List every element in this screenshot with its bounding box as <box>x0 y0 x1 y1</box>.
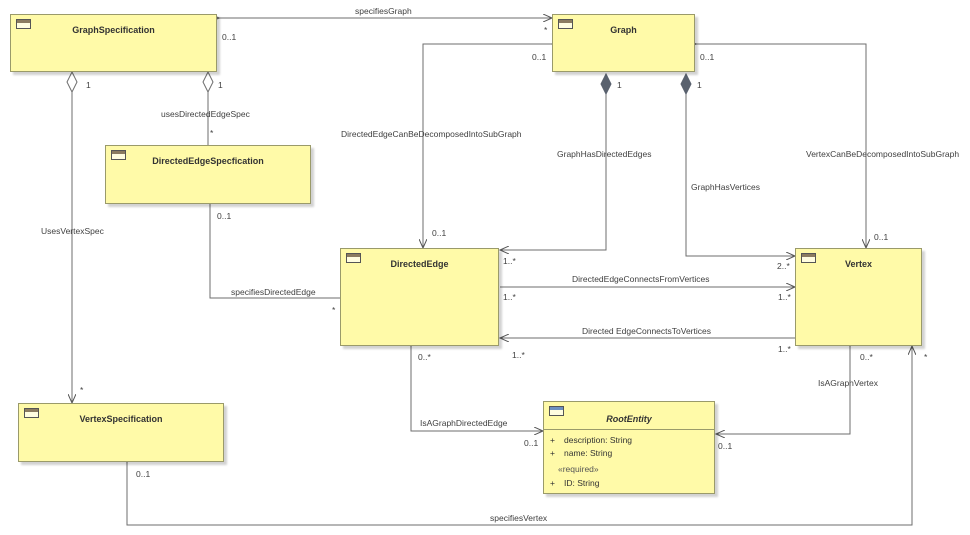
multiplicity: 0..1 <box>874 232 889 242</box>
class-icon <box>801 253 816 263</box>
edge-is-a-graph-vertex <box>716 346 850 434</box>
multiplicity: 1 <box>86 80 91 90</box>
multiplicity: 0..1 <box>136 469 151 479</box>
composition-diamond-vertices <box>680 72 692 96</box>
class-icon <box>24 408 39 418</box>
class-name: Vertex <box>844 259 873 269</box>
multiplicity: 2..* <box>777 261 790 271</box>
multiplicity: 0..* <box>418 352 431 362</box>
multiplicity: 0..1 <box>718 441 733 451</box>
class-name: DirectedEdgeSpecfication <box>152 156 264 166</box>
edge-specifies-vertex <box>127 346 912 526</box>
multiplicity: 1 <box>617 80 622 90</box>
edge-directed-edge-decomposed <box>423 44 552 248</box>
class-vertex-specification[interactable]: VertexSpecification <box>18 403 224 462</box>
multiplicity: 1..* <box>503 256 516 266</box>
aggregation-diamond-directed-edge-spec <box>202 70 214 94</box>
class-name: DirectedEdge <box>390 259 449 269</box>
label-graph-has-vertices: GraphHasVertices <box>691 182 760 192</box>
class-root-entity[interactable]: RootEntity +description: String +name: S… <box>543 401 715 494</box>
class-vertex[interactable]: Vertex <box>795 248 922 346</box>
multiplicity: * <box>924 352 928 362</box>
label-uses-directed-edge-spec: usesDirectedEdgeSpec <box>161 109 250 119</box>
multiplicity: 1 <box>697 80 702 90</box>
multiplicity: 0..1 <box>222 32 237 42</box>
class-icon <box>558 19 573 29</box>
class-icon <box>549 406 564 416</box>
multiplicity: * <box>80 385 84 395</box>
class-directed-edge-specification[interactable]: DirectedEdgeSpecfication <box>105 145 311 204</box>
multiplicity: 0..1 <box>700 52 715 62</box>
label-graph-has-directed-edges: GraphHasDirectedEdges <box>557 149 652 159</box>
class-name: VertexSpecification <box>79 414 163 424</box>
label-specifies-graph: specifiesGraph <box>355 6 412 16</box>
class-icon <box>346 253 361 263</box>
stereotype-required: «required» <box>558 464 599 474</box>
multiplicity: 1..* <box>512 350 525 360</box>
multiplicity: 0..1 <box>524 438 539 448</box>
multiplicity: 1 <box>218 80 223 90</box>
class-directed-edge[interactable]: DirectedEdge <box>340 248 499 346</box>
label-connects-from-vertices: DirectedEdgeConnectsFromVertices <box>572 274 710 284</box>
class-name: Graph <box>610 25 637 35</box>
edge-graph-has-vertices <box>685 74 795 256</box>
multiplicity: 1..* <box>778 344 791 354</box>
label-is-a-graph-vertex: IsAGraphVertex <box>818 378 879 388</box>
label-directed-edge-decomposed: DirectedEdgeCanBeDecomposedIntoSubGraph <box>341 129 522 139</box>
multiplicity: * <box>544 25 548 35</box>
multiplicity: 0..1 <box>532 52 547 62</box>
class-graph-specification[interactable]: GraphSpecification <box>10 14 217 72</box>
multiplicity: 0..1 <box>217 211 232 221</box>
label-uses-vertex-spec: UsesVertexSpec <box>41 226 104 236</box>
multiplicity: 0..1 <box>432 228 447 238</box>
edge-graph-has-directed-edges <box>500 74 607 250</box>
class-icon <box>16 19 31 29</box>
edge-vertex-decomposed <box>696 44 866 248</box>
label-vertex-decomposed: VertexCanBeDecomposedIntoSubGraph <box>806 149 960 159</box>
multiplicity: 1..* <box>778 292 791 302</box>
label-specifies-directed-edge: specifiesDirectedEdge <box>231 287 316 297</box>
attribute-name: +name: String <box>550 448 613 458</box>
class-name: RootEntity <box>606 414 652 424</box>
class-graph[interactable]: Graph <box>552 14 695 72</box>
multiplicity: 0..* <box>860 352 873 362</box>
label-is-a-graph-directed-edge: IsAGraphDirectedEdge <box>420 418 508 428</box>
composition-diamond-directed-edges <box>600 72 612 96</box>
multiplicity: * <box>210 128 214 138</box>
multiplicity: 1..* <box>503 292 516 302</box>
multiplicity: * <box>332 305 336 315</box>
label-specifies-vertex: specifiesVertex <box>490 513 548 523</box>
attribute-id: +ID: String <box>550 478 600 488</box>
label-connects-to-vertices: Directed EdgeConnectsToVertices <box>582 326 711 336</box>
compartment-divider <box>544 429 714 430</box>
class-icon <box>111 150 126 160</box>
edge-specifies-directed-edge <box>209 204 340 299</box>
attribute-description: +description: String <box>550 435 633 445</box>
class-name: GraphSpecification <box>72 25 155 35</box>
aggregation-diamond-vertex-spec <box>66 70 78 94</box>
